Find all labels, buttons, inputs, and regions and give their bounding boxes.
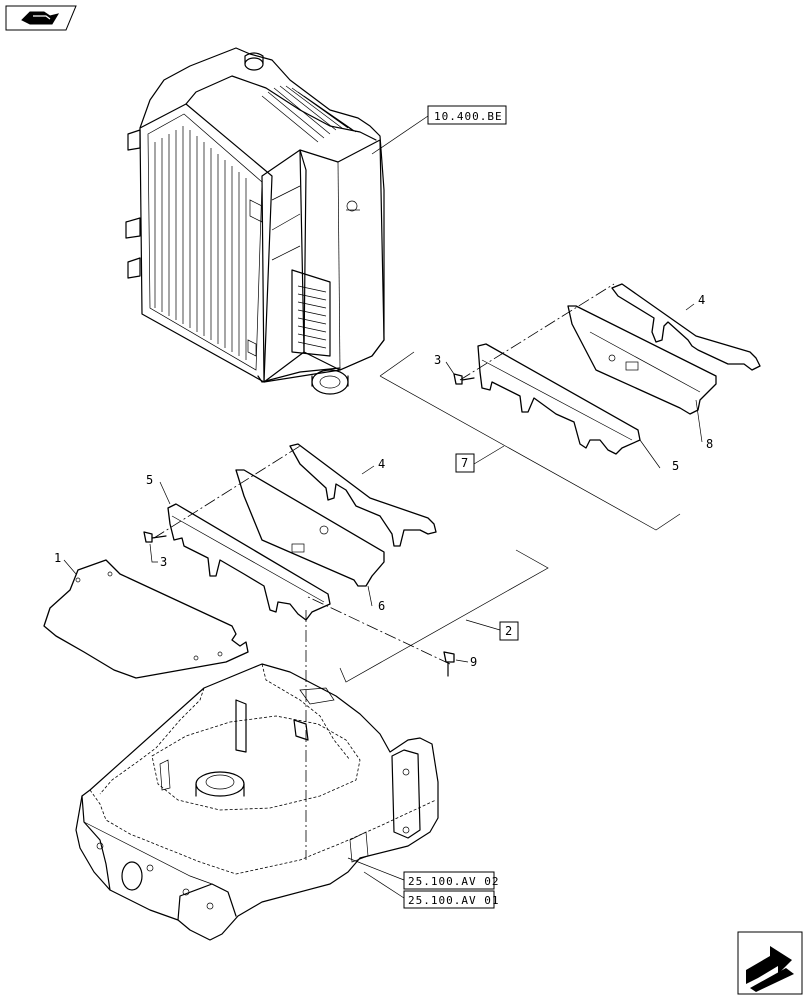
callout-4-upper: 4 [698,293,705,307]
reference-25-100-av-01[interactable]: 25.100.AV 01 [403,890,499,909]
reference-25-100-av-02[interactable]: 25.100.AV 02 [403,871,499,890]
reference-label: 10.400.BE [434,110,503,123]
callout-2: 2 [505,624,512,638]
next-page-arrow-icon[interactable] [737,931,803,995]
callout-3-upper: 3 [434,353,441,367]
callout-5-upper: 5 [672,459,679,473]
callout-8: 8 [706,437,713,451]
upper-bracket-group [379,283,761,531]
reference-label: 25.100.AV 01 [408,894,499,907]
callout-1: 1 [54,551,61,565]
callout-3-lower: 3 [160,555,167,569]
callout-2-box[interactable]: 2 [465,619,519,641]
callout-7: 7 [461,456,468,470]
callout-4-lower: 4 [378,457,385,471]
front-support-frame [75,663,439,941]
cooling-assembly [125,47,385,395]
callout-6: 6 [378,599,385,613]
lower-bracket-group [143,443,549,683]
shield-plate-part [43,559,249,679]
open-book-icon[interactable] [5,5,77,31]
callout-7-box[interactable]: 7 [455,445,505,473]
reference-label: 25.100.AV 02 [408,875,499,888]
callout-9: 9 [470,655,477,669]
bolt-part-9 [443,651,455,677]
reference-10-400-be[interactable]: 10.400.BE [427,105,507,125]
callout-5-lower: 5 [146,473,153,487]
